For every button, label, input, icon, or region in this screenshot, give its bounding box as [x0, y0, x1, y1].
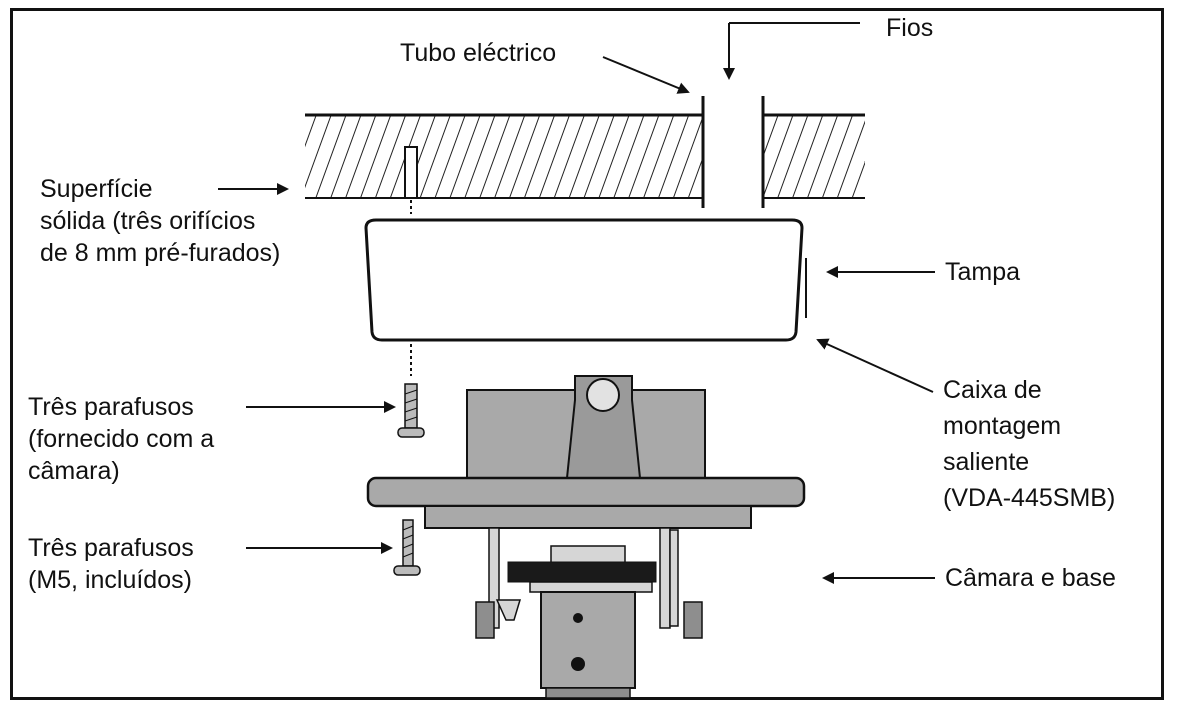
label-parafusos-1-line-3: câmara) — [28, 457, 120, 485]
label-parafusos-2: Três parafusos (M5, incluídos) — [28, 532, 194, 596]
label-parafusos-2-line-2: (M5, incluídos) — [28, 566, 192, 594]
cover — [364, 218, 807, 342]
camera-and-base — [475, 527, 703, 699]
label-superficie-line-3: de 8 mm pré-furados) — [40, 239, 281, 267]
electrical-conduit — [701, 96, 765, 208]
label-caixa-line-3: saliente — [943, 448, 1030, 476]
label-parafusos-1-line-1: Três parafusos — [28, 393, 194, 421]
label-caixa-line-1: Caixa de — [943, 376, 1042, 404]
label-parafusos-1-line-2: (fornecido com a — [28, 425, 215, 453]
label-caixa-line-2: montagem — [943, 412, 1062, 440]
label-caixa-line-4: (VDA-445SMB) — [943, 484, 1116, 512]
label-parafusos-2-line-1: Três parafusos — [28, 534, 194, 562]
screw-2 — [393, 519, 421, 576]
screw-1 — [397, 383, 425, 438]
surface-mount-box — [366, 375, 806, 529]
label-superficie-line-1: Superfície — [40, 175, 153, 203]
label-camara-e-base: Câmara e base — [945, 564, 1116, 592]
callout-arrows — [218, 22, 935, 584]
label-superficie: Superfície sólida (três orifícios de 8 m… — [40, 173, 280, 269]
label-tubo-electrico: Tubo eléctrico — [400, 39, 557, 67]
solid-surface — [305, 113, 865, 214]
label-parafusos-1: Três parafusos (fornecido com a câmara) — [28, 391, 214, 487]
label-tampa: Tampa — [945, 258, 1021, 286]
label-caixa: Caixa de montagem saliente (VDA-445SMB) — [943, 372, 1115, 516]
label-superficie-line-2: sólida (três orifícios — [40, 207, 256, 235]
label-fios: Fios — [886, 14, 934, 42]
